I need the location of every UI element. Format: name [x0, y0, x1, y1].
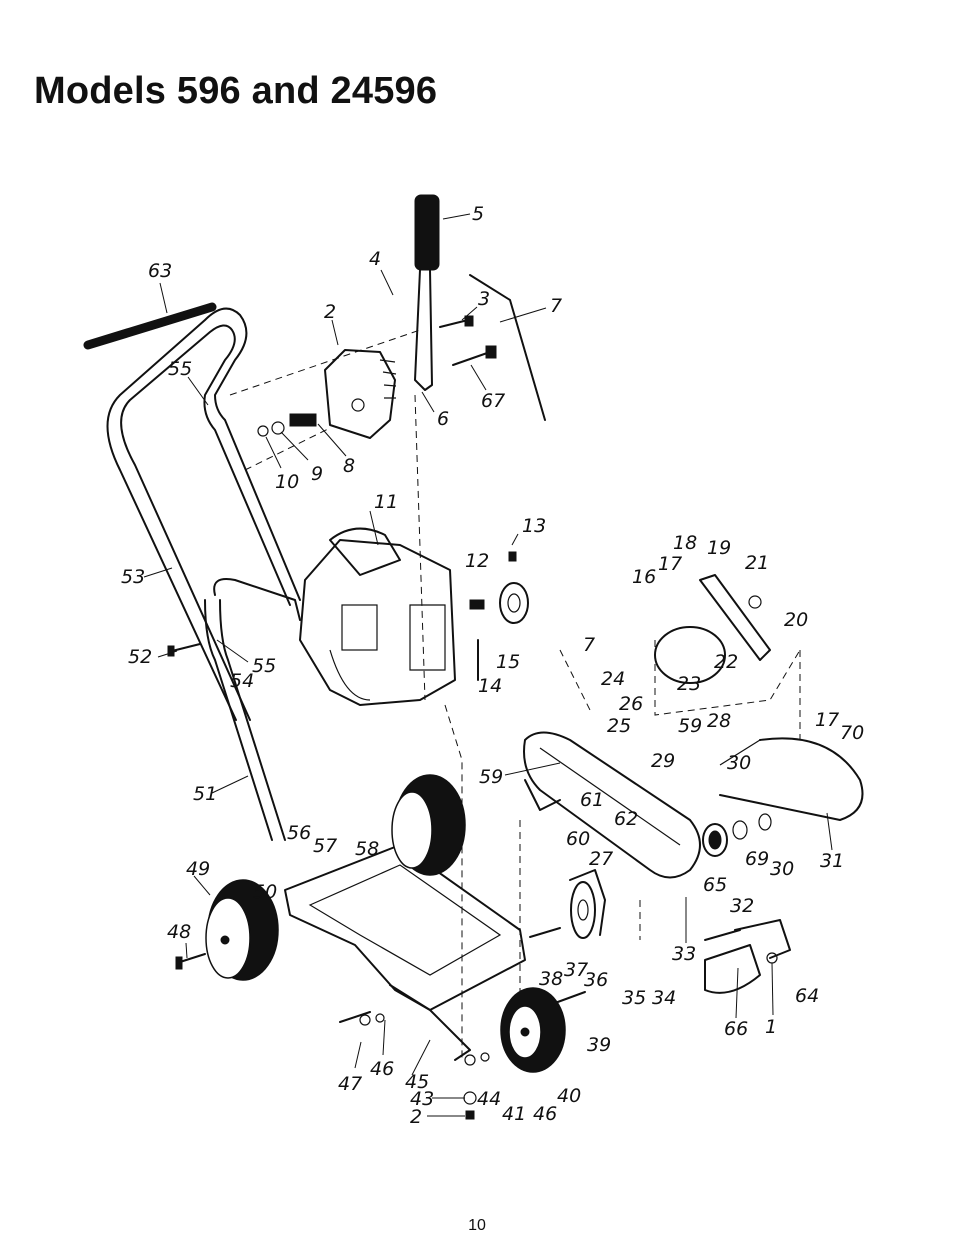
callout-16: 16: [632, 566, 656, 588]
callout-46: 46: [370, 1058, 394, 1080]
callout-4: 4: [369, 248, 381, 270]
callout-24: 24: [601, 668, 625, 690]
callout-6: 6: [437, 408, 449, 430]
page-title: Models 596 and 24596: [34, 70, 438, 112]
callout-60: 60: [566, 828, 590, 850]
blade-support: [654, 574, 801, 716]
callout-49: 49: [186, 858, 210, 880]
callout-52: 52: [128, 646, 152, 668]
callout-14: 14: [478, 675, 502, 697]
callout-43: 43: [410, 1088, 434, 1110]
callout-55: 55: [168, 358, 192, 380]
wheel-rear-right: [391, 774, 466, 876]
callout-62: 62: [614, 808, 638, 830]
callout-64: 64: [795, 985, 819, 1007]
callout-33: 33: [672, 943, 696, 965]
callout-51: 51: [193, 783, 217, 805]
callout-23: 23: [677, 673, 701, 695]
callout-38: 38: [539, 968, 563, 990]
callout-36: 36: [584, 969, 608, 991]
callout-12: 12: [465, 550, 489, 572]
callout-45: 45: [405, 1071, 429, 1093]
callout-59b: 59: [479, 766, 503, 788]
callout-2b: 2: [410, 1106, 422, 1128]
callout-27: 27: [589, 848, 613, 870]
callout-53: 53: [121, 566, 145, 588]
callout-30b: 30: [770, 858, 794, 880]
callout-7b: 7: [583, 634, 595, 656]
callout-18: 18: [673, 532, 697, 554]
callout-35: 35: [622, 987, 646, 1009]
callout-69: 69: [745, 848, 769, 870]
engine-pulley: [469, 551, 529, 681]
callout-34: 34: [652, 987, 676, 1009]
callout-17b: 17: [815, 709, 839, 731]
wheel-front: [500, 987, 566, 1073]
page-number: 10: [468, 1217, 486, 1234]
callout-70: 70: [840, 722, 864, 744]
callout-32: 32: [730, 895, 754, 917]
deck-frame: [284, 844, 526, 1061]
callout-61: 61: [580, 789, 604, 811]
edger-blade: [704, 919, 791, 994]
handle-bracket: [257, 349, 397, 439]
callout-17: 17: [658, 553, 682, 575]
callout-20: 20: [784, 609, 808, 631]
callout-1: 1: [765, 1016, 777, 1038]
control-lever: [414, 194, 546, 421]
callout-5: 5: [472, 203, 484, 225]
callout-39: 39: [587, 1034, 611, 1056]
callout-44: 44: [477, 1088, 501, 1110]
callout-41: 41: [502, 1103, 526, 1125]
callout-21: 21: [745, 552, 769, 574]
callout-22: 22: [714, 651, 738, 673]
callout-55b: 55: [252, 655, 276, 677]
part-callouts: 63 4 5 2 3 7 55 67 6 10 9 8 11 13 12 18 …: [121, 203, 864, 1128]
callout-25: 25: [607, 715, 631, 737]
bolts: [167, 315, 741, 1023]
callout-29: 29: [651, 750, 675, 772]
callout-31: 31: [820, 850, 844, 872]
callout-65: 65: [703, 874, 727, 896]
callout-2: 2: [324, 301, 336, 323]
callout-40: 40: [557, 1085, 581, 1107]
callout-58: 58: [355, 838, 379, 860]
leader-lines: [143, 213, 833, 1117]
callout-54: 54: [230, 670, 254, 692]
blade-guard: [719, 737, 864, 821]
wheel-rear-left: [205, 879, 279, 981]
callout-56: 56: [287, 822, 311, 844]
callout-66: 66: [724, 1018, 748, 1040]
callout-19: 19: [707, 537, 731, 559]
belt-cover: [523, 731, 701, 879]
assembly-lines: [229, 329, 801, 1060]
callout-46b: 46: [533, 1103, 557, 1125]
callout-67: 67: [481, 390, 505, 412]
callout-50: 50: [253, 881, 277, 903]
callout-30: 30: [727, 752, 751, 774]
callout-8: 8: [343, 455, 355, 477]
callout-15: 15: [496, 651, 520, 673]
callout-57: 57: [313, 835, 337, 857]
callout-48: 48: [167, 921, 191, 943]
front-hardware: [359, 1013, 490, 1120]
callout-47: 47: [338, 1073, 362, 1095]
callout-7: 7: [550, 295, 562, 317]
callout-28: 28: [707, 710, 731, 732]
callout-10: 10: [275, 471, 299, 493]
engine: [299, 527, 456, 706]
callout-3: 3: [478, 288, 490, 310]
blade-spindle: [702, 813, 772, 857]
callout-11: 11: [374, 491, 398, 513]
idler-pulley: [569, 869, 606, 939]
callout-26: 26: [619, 693, 643, 715]
callout-9: 9: [311, 463, 323, 485]
callout-13: 13: [522, 515, 546, 537]
callout-59: 59: [678, 715, 702, 737]
handle-assembly: [83, 302, 301, 841]
callout-63: 63: [148, 260, 172, 282]
callout-37: 37: [564, 959, 588, 981]
